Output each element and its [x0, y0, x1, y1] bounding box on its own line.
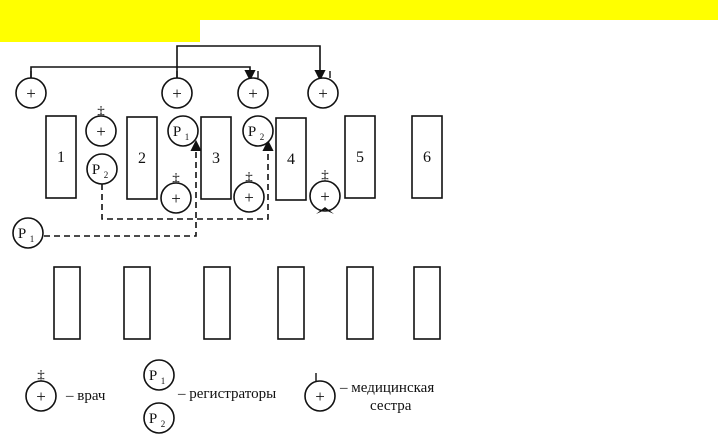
registrar-p1-letter: P	[173, 124, 181, 140]
legend-registrar-p2-icon: P 2	[143, 402, 175, 434]
registrar-p2-room1: P 2	[86, 153, 118, 185]
legend-registrar-p1-icon: P 1	[143, 359, 175, 391]
legend-registrar-p2-sub: 2	[161, 419, 166, 429]
doctor-4: ‡ +	[309, 168, 341, 214]
legend-doctor-mark: ‡	[37, 368, 45, 384]
nurse-4: +	[307, 71, 339, 109]
room-row-top	[45, 115, 443, 201]
registrar-route-1	[44, 139, 202, 237]
registrar-p1-room3: P 1	[167, 115, 199, 147]
legend-nurse-symbol: +	[315, 387, 325, 406]
legend-registrar-p2-letter: P	[149, 411, 157, 427]
header-banner	[0, 0, 718, 20]
nurse-1-symbol: +	[26, 84, 36, 103]
header-banner-tab	[0, 20, 200, 42]
doctor-2-symbol: +	[171, 189, 181, 208]
room-labels: 1 2 3 4 5 6	[57, 149, 431, 168]
legend-doctor-symbol: +	[36, 387, 46, 406]
legend-nurse-label-line2: сестра	[370, 398, 412, 414]
room-bottom-1	[53, 266, 81, 340]
room-6-label: 6	[423, 149, 431, 166]
registrar-route-lines	[44, 139, 274, 237]
nurse-2: +	[161, 71, 193, 109]
nurse-route-2	[176, 45, 326, 82]
room-1	[45, 115, 77, 199]
doctor-3-mark: ‡	[245, 170, 253, 186]
doctor-1-mark: ‡	[97, 104, 105, 120]
nurse-3: +	[237, 71, 269, 109]
registrar-p1-sub: 1	[185, 132, 190, 142]
registrar-p2-room1-sub: 2	[104, 170, 109, 180]
registrar-p1-entrance-letter: P	[18, 226, 26, 242]
nurse-2-symbol: +	[172, 84, 182, 103]
nurse-route-1	[30, 66, 256, 82]
room-6	[411, 115, 443, 199]
room-2-label: 2	[138, 150, 146, 167]
room-4	[275, 117, 307, 201]
legend-registrars-label: – регистраторы	[178, 386, 277, 402]
legend-registrar-p1-letter: P	[149, 368, 157, 384]
legend-registrar-p1-sub: 1	[161, 376, 166, 386]
doctor-4-mark: ‡	[321, 168, 329, 184]
legend-nurse-icon: +	[304, 373, 336, 412]
registrar-p2-room3: P 2	[242, 115, 274, 147]
doctor-3: ‡ +	[233, 170, 265, 213]
registrar-p2-letter: P	[248, 124, 256, 140]
registrar-route-2	[101, 139, 274, 220]
room-bottom-3	[203, 266, 231, 340]
nurse-3-symbol: +	[248, 84, 258, 103]
room-bottom-5	[346, 266, 374, 340]
nurse-1: +	[15, 71, 47, 109]
room-4-label: 4	[287, 151, 295, 168]
room-2	[126, 116, 158, 200]
registrar-p1-entrance: P 1	[12, 217, 44, 249]
registrar-p2-room1-letter: P	[92, 162, 100, 178]
nurse-4-symbol: +	[318, 84, 328, 103]
room-row-bottom	[53, 266, 441, 340]
registrar-p2-sub: 2	[260, 132, 265, 142]
room-bottom-4	[277, 266, 305, 340]
doctor-2-mark: ‡	[172, 171, 180, 187]
legend-doctor-icon: ‡ +	[25, 368, 57, 412]
room-3	[200, 116, 232, 200]
room-bottom-6	[413, 266, 441, 340]
doctor-1-symbol: +	[96, 122, 106, 141]
room-3-label: 3	[212, 150, 220, 167]
doctor-1: ‡ +	[85, 104, 117, 147]
room-5	[344, 115, 376, 199]
legend-doctor-label: – врач	[66, 388, 106, 404]
room-5-label: 5	[356, 149, 364, 166]
room-1-label: 1	[57, 149, 65, 166]
room-bottom-2	[123, 266, 151, 340]
legend-nurse-label-line1: – медицинская	[340, 380, 435, 396]
doctor-4-symbol: +	[320, 187, 330, 206]
doctor-2: ‡ +	[160, 171, 192, 214]
registrar-p1-entrance-sub: 1	[30, 234, 35, 244]
nurse-route-lines	[30, 45, 326, 82]
doctor-3-symbol: +	[244, 188, 254, 207]
